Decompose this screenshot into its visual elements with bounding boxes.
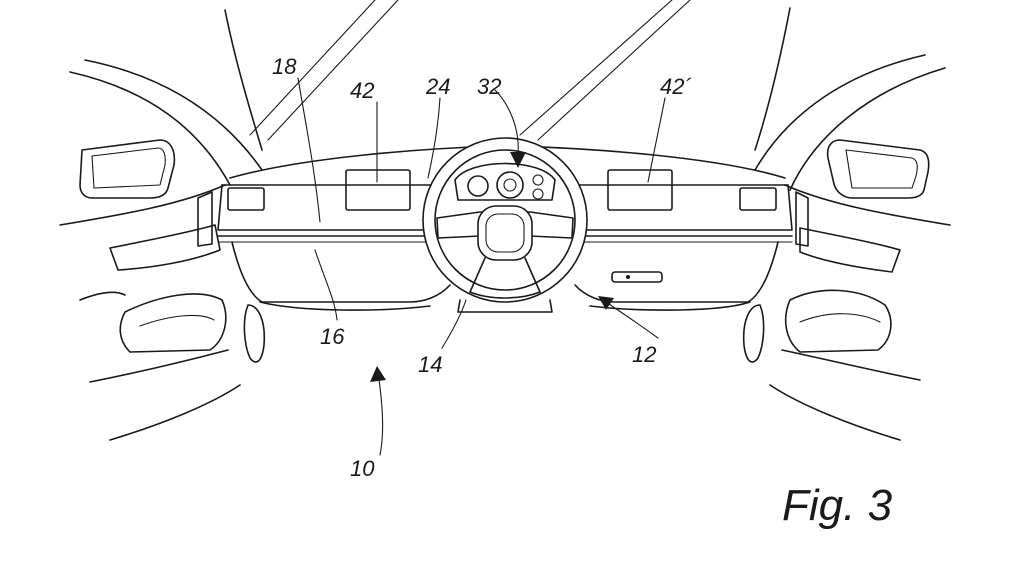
steering-wheel — [422, 137, 588, 313]
windshield-glare-lines — [249, 0, 691, 141]
label-42-prime: 42´ — [660, 74, 692, 99]
glovebox-handle — [611, 271, 663, 283]
label-14: 14 — [418, 352, 442, 377]
label-32: 32 — [477, 74, 501, 99]
figure-caption: Fig. 3 — [782, 481, 893, 530]
label-42: 42 — [350, 78, 374, 103]
label-24: 24 — [425, 74, 450, 99]
label-16: 16 — [320, 324, 345, 349]
left-mirror — [79, 139, 176, 199]
a-pillars — [69, 7, 946, 191]
right-mirror — [826, 139, 930, 199]
label-12: 12 — [632, 342, 656, 367]
right-door-panel — [742, 184, 951, 441]
display-right — [607, 169, 673, 211]
left-door-panel — [59, 184, 266, 441]
leader-lines — [297, 77, 666, 456]
label-10: 10 — [350, 456, 375, 481]
label-18: 18 — [272, 54, 297, 79]
display-left — [345, 169, 411, 211]
arrowheads — [370, 152, 614, 382]
